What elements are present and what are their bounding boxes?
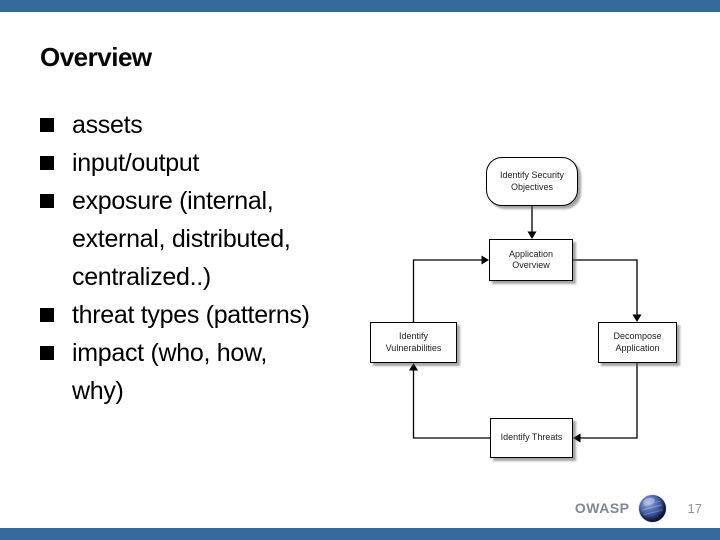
threat-modeling-flow-diagram: Identify Security Objectives Application… xyxy=(360,145,680,475)
owasp-globe-icon xyxy=(638,494,666,522)
slide-footer: OWASP 17 xyxy=(575,494,702,522)
slide-title: Overview xyxy=(40,42,152,72)
bullet-square-icon xyxy=(40,308,54,322)
bullet-square-icon xyxy=(40,118,54,132)
list-item-text: input/output xyxy=(72,149,200,177)
list-item-text: threat types (patterns) xyxy=(72,301,310,329)
page-number: 17 xyxy=(687,500,702,516)
bottom-accent-bar xyxy=(0,528,720,540)
node-identify-vulnerabilities: Identify Vulnerabilities xyxy=(370,322,457,363)
owasp-brand-label: OWASP xyxy=(574,500,630,516)
list-item: exposure (internal, external, distribute… xyxy=(40,182,370,296)
top-accent-bar xyxy=(0,0,720,12)
flow-connectors xyxy=(409,206,642,443)
node-identify-security-objectives: Identify Security Objectives xyxy=(486,157,578,206)
node-identify-threats: Identify Threats xyxy=(490,418,573,458)
list-item: assets xyxy=(40,106,370,144)
bullet-square-icon xyxy=(40,156,54,170)
bullet-square-icon xyxy=(40,346,54,360)
list-item-text: external, distributed, xyxy=(72,225,291,253)
list-item-text: why) xyxy=(72,377,124,405)
list-item-text: centralized..) xyxy=(72,263,211,291)
bullet-list: assets input/output exposure (internal, … xyxy=(40,106,370,410)
node-application-overview: Application Overview xyxy=(489,239,573,281)
list-item-text: assets xyxy=(72,111,143,139)
list-item-text: exposure (internal, xyxy=(72,187,274,215)
bullet-square-icon xyxy=(40,194,54,208)
list-item-text: impact (who, how, xyxy=(72,339,267,367)
node-decompose-application: Decompose Application xyxy=(598,322,677,363)
list-item: input/output xyxy=(40,144,370,182)
list-item: threat types (patterns) xyxy=(40,296,370,334)
list-item: impact (who, how, why) xyxy=(40,334,370,410)
